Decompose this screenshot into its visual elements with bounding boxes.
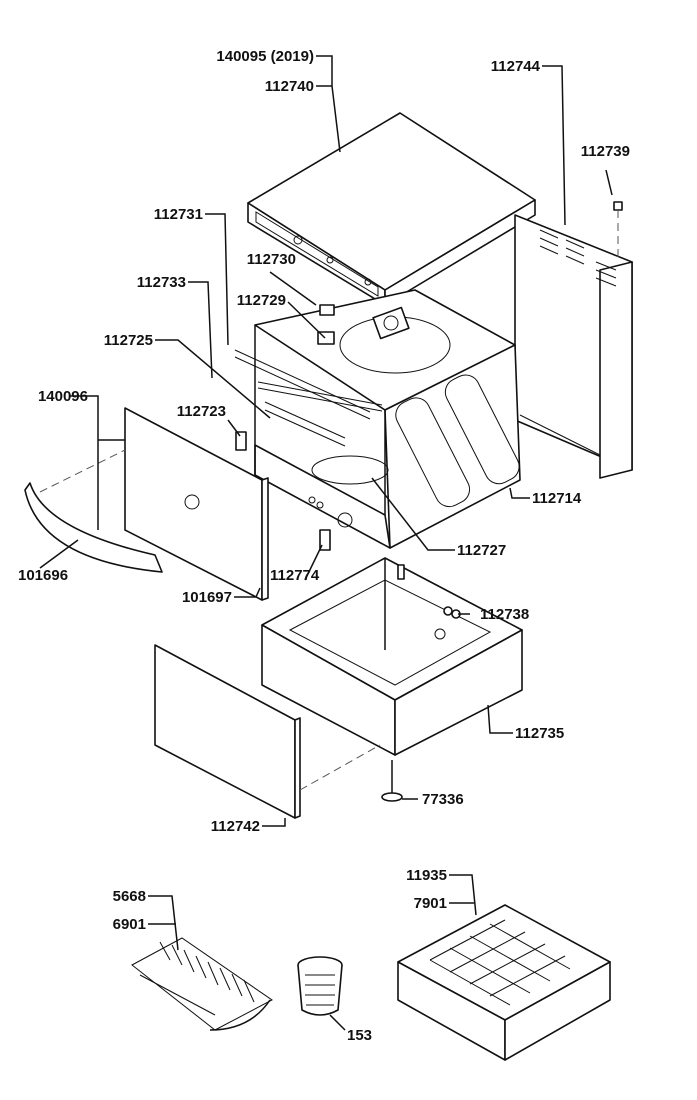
label-clip: 112739 xyxy=(581,143,630,160)
label-base-frame: 112735 xyxy=(515,725,564,742)
rear-panel xyxy=(514,201,633,479)
label-112729: 112729 xyxy=(237,292,286,309)
label-handle: 101696 xyxy=(18,567,68,584)
label-front-panel: 112742 xyxy=(211,818,260,835)
label-basket-b: 7901 xyxy=(414,895,447,912)
label-plate-rack-a: 5668 xyxy=(113,888,146,905)
label-door-panel: 101697 xyxy=(182,589,232,606)
label-plate-rack-b: 6901 xyxy=(113,916,146,933)
label-rail-b: 112733 xyxy=(137,274,186,291)
label-rail-a: 112731 xyxy=(154,206,203,223)
door-handle xyxy=(24,449,163,573)
label-door-assembly: 140096 xyxy=(38,388,88,405)
door-panel xyxy=(124,407,331,601)
base-frame xyxy=(261,557,523,802)
label-rail-c: 112725 xyxy=(104,332,153,349)
label-basket-a: 11935 xyxy=(406,867,447,884)
dish-basket xyxy=(397,904,611,1061)
top-cover xyxy=(247,112,536,306)
label-cover-2019: 140095 (2019) xyxy=(216,48,314,65)
leader-lines xyxy=(39,55,613,1031)
label-hinge: 112723 xyxy=(177,403,226,420)
label-side-frame: 112714 xyxy=(532,490,582,507)
cutlery-cup xyxy=(297,956,343,1016)
label-cover: 112740 xyxy=(265,78,314,95)
plate-rack xyxy=(131,937,273,1031)
label-cutlery-cup: 153 xyxy=(347,1027,372,1044)
main-cabinet xyxy=(234,289,521,549)
label-foot: 77336 xyxy=(422,791,464,808)
part-labels: 140095 (2019) 112740 112744 112739 11273… xyxy=(18,48,630,1044)
label-112730: 112730 xyxy=(247,251,296,268)
label-112774: 112774 xyxy=(270,567,320,584)
label-rear-panel: 112744 xyxy=(491,58,541,75)
label-112727: 112727 xyxy=(457,542,506,559)
front-panel xyxy=(154,644,381,819)
label-112738: 112738 xyxy=(480,606,529,623)
